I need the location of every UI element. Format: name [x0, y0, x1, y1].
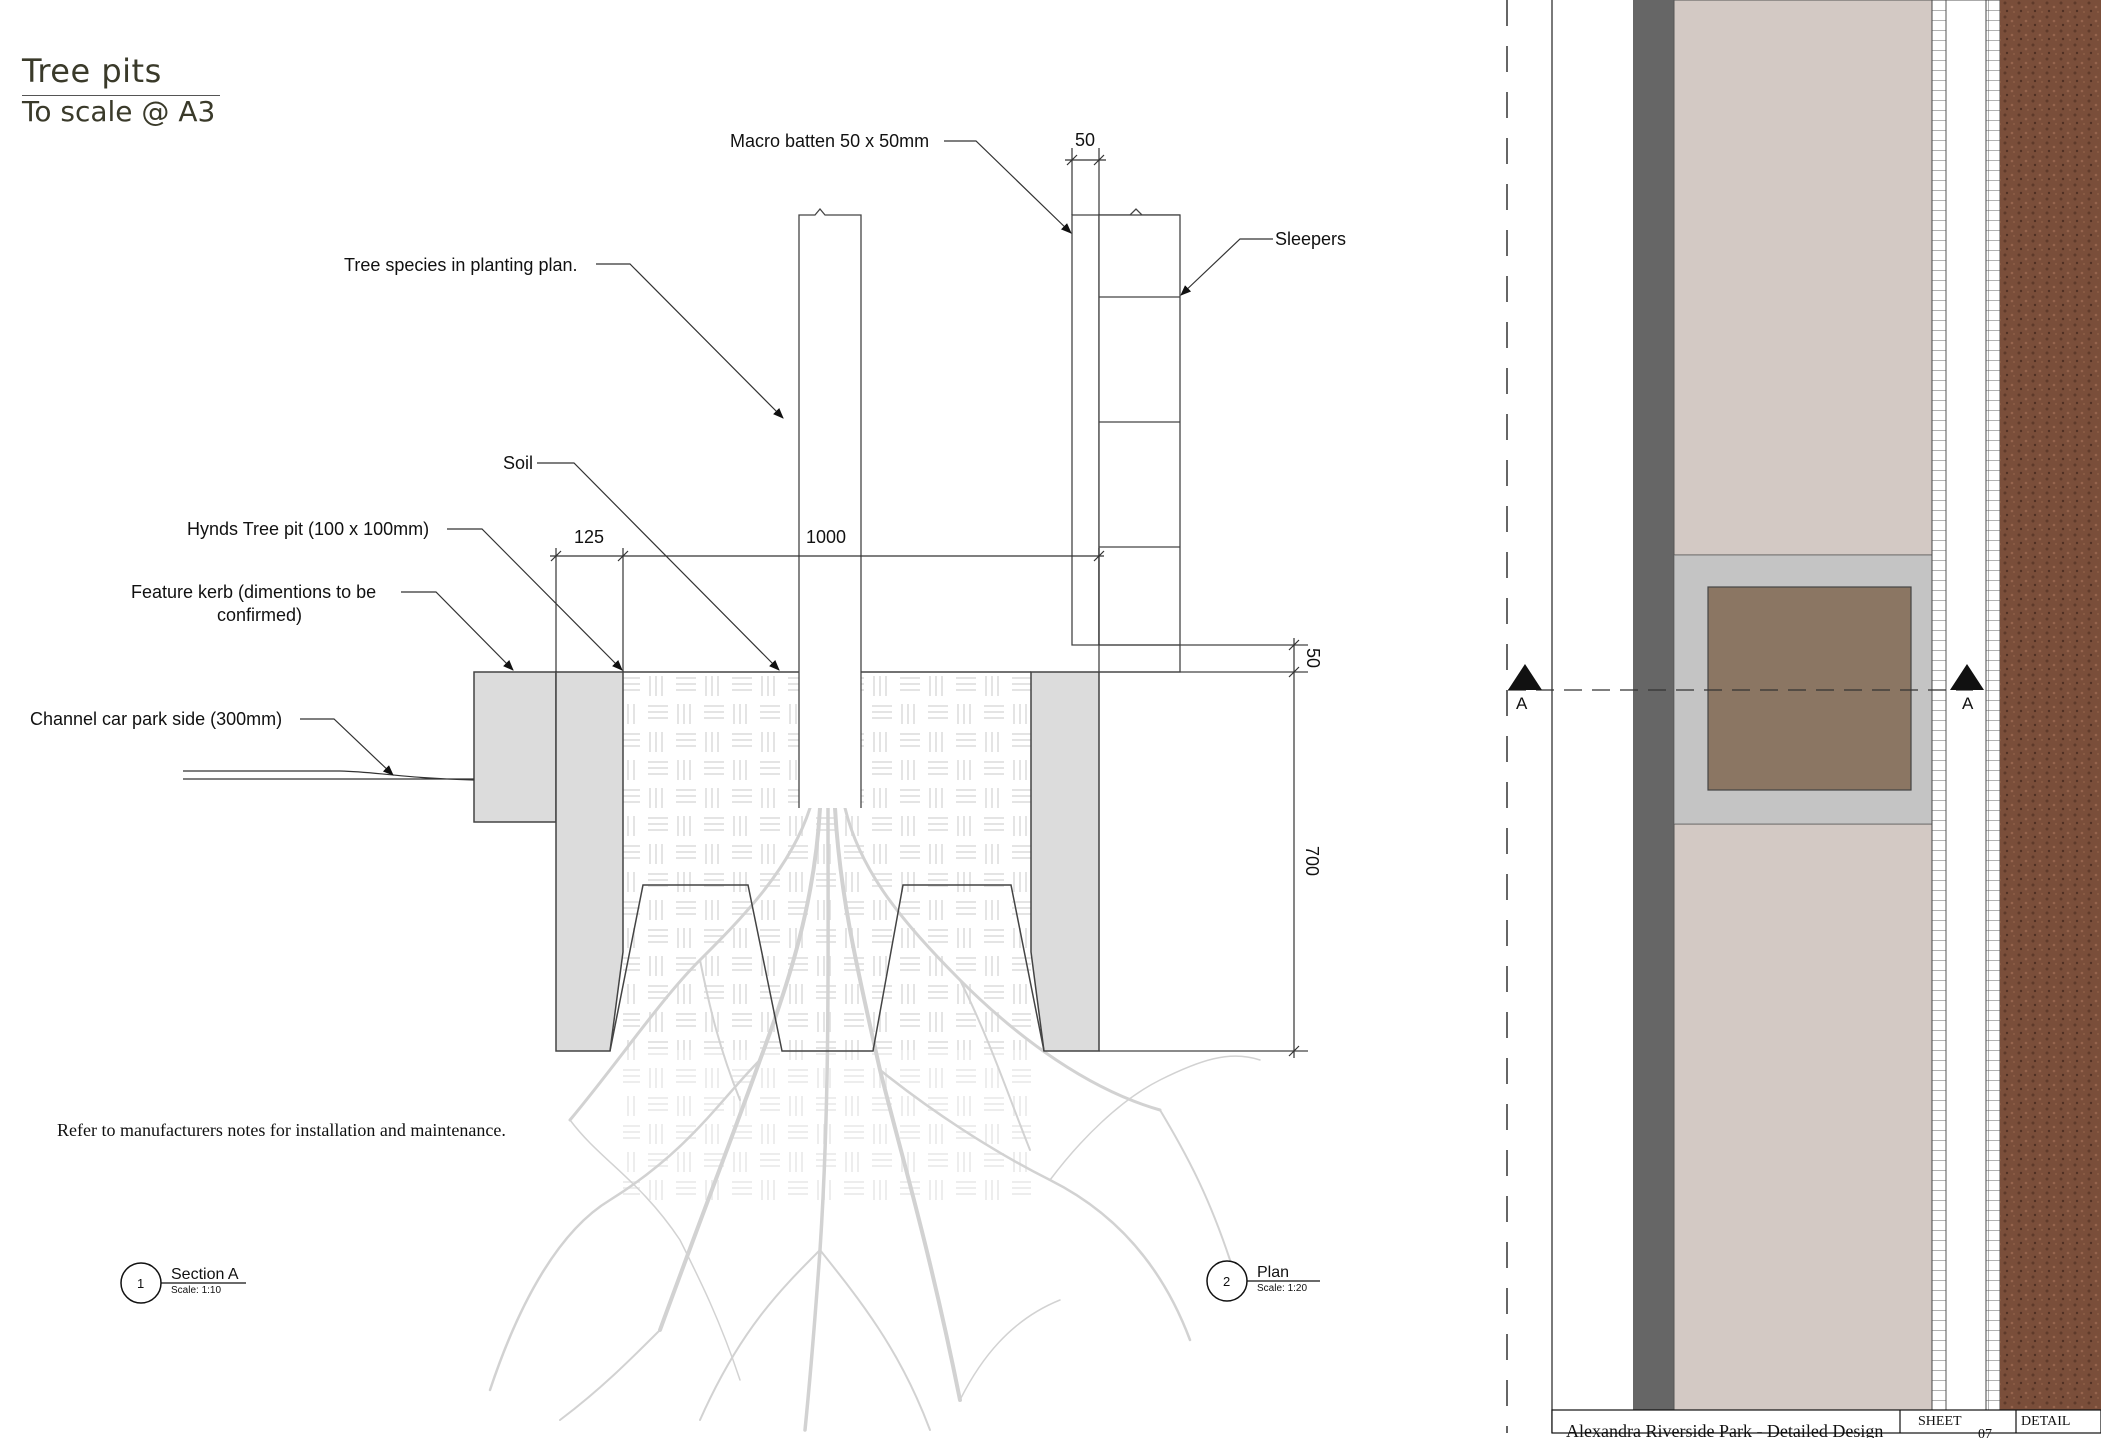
plan-caption: 2 Plan Scale: 1:20 — [1206, 1260, 1320, 1302]
title-block-detail-label: DETAIL — [2021, 1414, 2070, 1429]
label-feature-kerb-line1: Feature kerb (dimentions to be — [131, 582, 376, 602]
feature-kerb — [473, 671, 557, 823]
dim-pit-depth: 700 — [1302, 846, 1322, 876]
title-block-sheet-value: 07 — [1978, 1427, 1992, 1438]
dim-pit-width: 1000 — [806, 527, 846, 547]
tree-trunk — [798, 207, 862, 808]
page-title: Tree pits — [22, 52, 162, 90]
dimension-lines — [550, 148, 1300, 1058]
plan-title: Plan — [1257, 1264, 1289, 1281]
section-a-drawing: 125 1000 50 50 700 Macro batten 50 x 50m… — [30, 130, 1346, 1432]
tree-pit-right-wall — [1030, 671, 1100, 1052]
tree-pit-floor-profile — [609, 884, 1045, 1052]
label-soil: Soil — [503, 453, 533, 473]
section-marker-right-icon — [1950, 664, 1984, 690]
label-feature-kerb-line2: confirmed) — [217, 605, 302, 625]
section-a-scale: Scale: 1:10 — [171, 1285, 221, 1296]
label-hynds-tree-pit: Hynds Tree pit (100 x 100mm) — [187, 519, 429, 539]
label-tree-species: Tree species in planting plan. — [344, 255, 577, 275]
dim-pit-wall: 125 — [574, 527, 604, 547]
dim-batten-height: 50 — [1303, 648, 1323, 668]
tree-grate — [1707, 586, 1912, 791]
page-subtitle: To scale @ A3 — [22, 95, 216, 128]
title-divider — [22, 95, 220, 96]
sleepers — [1098, 214, 1181, 673]
section-a-caption: 1 Section A Scale: 1:10 — [120, 1262, 246, 1304]
paving-top — [1673, 0, 1933, 556]
soil-strip — [2000, 0, 2101, 1433]
edging-grid — [1931, 0, 1947, 1411]
channel-line — [183, 770, 475, 781]
dim-batten-width: 50 — [1075, 130, 1095, 150]
label-channel: Channel car park side (300mm) — [30, 709, 282, 729]
asphalt-strip — [1633, 0, 1674, 1410]
macro-batten — [1071, 214, 1100, 646]
tree-pit-left-wall — [555, 671, 624, 1052]
label-macro-batten: Macro batten 50 x 50mm — [730, 131, 929, 151]
plan-scale: Scale: 1:20 — [1257, 1283, 1307, 1294]
plan-number: 2 — [1223, 1274, 1230, 1289]
section-marker-right-label: A — [1962, 694, 1974, 713]
section-marker-left-icon — [1508, 664, 1542, 690]
tree-roots — [488, 806, 1261, 1432]
installation-note: Refer to manufacturers notes for install… — [57, 1120, 506, 1140]
section-a-number: 1 — [137, 1276, 144, 1291]
paving-bottom — [1673, 823, 1933, 1411]
label-sleepers: Sleepers — [1275, 229, 1346, 249]
title-block: Alexandra Riverside Park - Detailed Desi… — [1551, 1409, 2101, 1438]
title-block-sheet-label: SHEET — [1918, 1414, 1962, 1429]
plan-drawing: A A Alexandra Riverside Park - Detailed … — [1506, 0, 2101, 1438]
leader-lines — [300, 140, 1273, 776]
title-block-project: Alexandra Riverside Park - Detailed Desi… — [1566, 1421, 1883, 1438]
section-marker-left-label: A — [1516, 694, 1528, 713]
section-a-title: Section A — [171, 1266, 239, 1283]
